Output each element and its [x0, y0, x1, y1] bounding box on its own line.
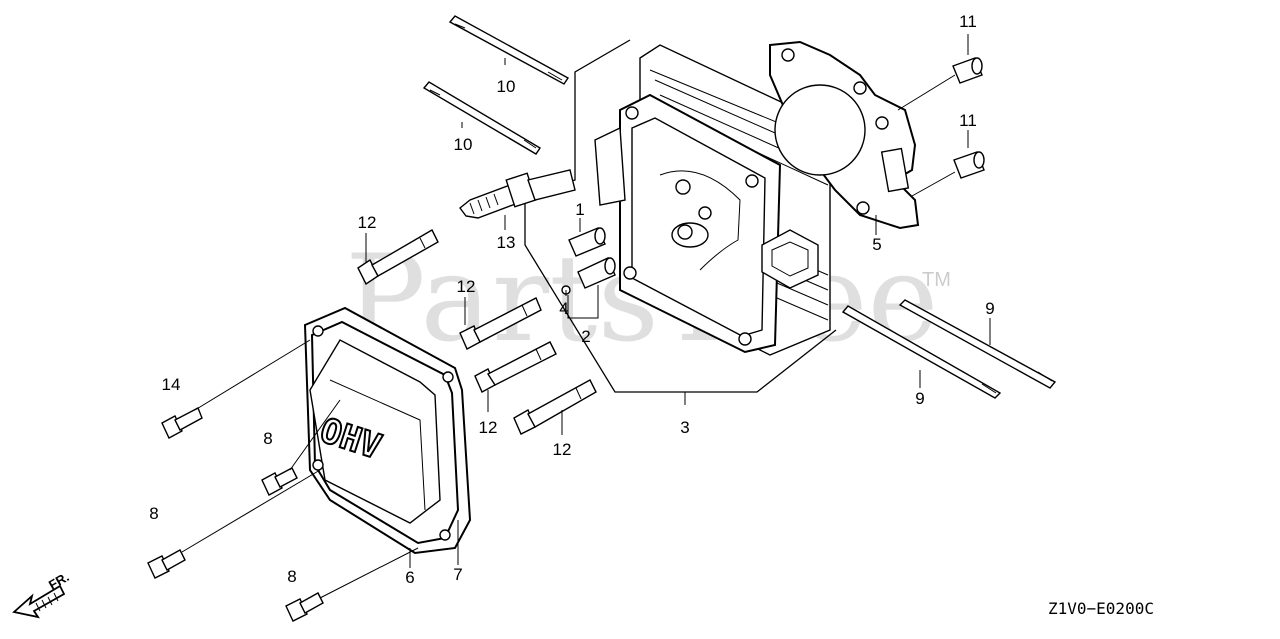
cover-bolt-8b	[147, 549, 186, 579]
flange-bolt-3	[474, 341, 557, 393]
callout-8-lower: 8	[287, 567, 296, 586]
spark-plug	[459, 169, 576, 219]
dowel-pin-11-lower	[953, 151, 985, 179]
callout-10-lower: 10	[454, 135, 473, 154]
leader-lines	[181, 34, 991, 599]
callout-11-upper: 11	[959, 12, 977, 31]
callout-12-a: 12	[358, 213, 377, 232]
front-arrow-icon	[12, 584, 66, 619]
direction-label: FR.	[46, 569, 72, 592]
cover-bolt-8c	[285, 592, 324, 622]
callout-3: 3	[680, 418, 689, 437]
flange-bolt-2	[459, 297, 542, 350]
callout-8-upper: 8	[263, 429, 272, 448]
assembly-bracket	[524, 39, 837, 405]
callout-2: 2	[581, 327, 590, 346]
stud-bolt-upper	[448, 15, 570, 85]
callout-13: 13	[497, 233, 516, 252]
callout-4: 4	[559, 299, 568, 318]
callout-9-upper: 9	[985, 299, 994, 318]
dowel-pin-11-upper	[952, 57, 983, 84]
head-gasket	[769, 40, 920, 230]
dowel-pin-lower	[577, 257, 616, 289]
callout-10-upper: 10	[497, 77, 516, 96]
stud-bolt-9-lower	[841, 305, 1002, 399]
cover-bolt-8a	[261, 467, 298, 496]
head-cover: OHV	[309, 320, 460, 545]
callout-12-c: 12	[479, 418, 498, 437]
diagram-code: Z1V0−E0200C	[1048, 599, 1154, 618]
stud-bolt-middle	[422, 81, 541, 155]
flange-bolt-1	[357, 229, 439, 286]
callout-12-d: 12	[553, 440, 572, 459]
callout-11-lower: 11	[959, 111, 977, 130]
cover-bolt-14	[161, 407, 203, 439]
callout-14: 14	[162, 375, 181, 394]
flange-bolt-4	[513, 379, 597, 435]
callout-8-left: 8	[149, 504, 158, 523]
watermark-trademark: TM	[922, 269, 951, 291]
callout-9-lower: 9	[915, 389, 924, 408]
callout-6: 6	[405, 568, 414, 587]
callout-7: 7	[453, 565, 462, 584]
dowel-pin-upper	[568, 227, 606, 257]
callout-5: 5	[872, 235, 881, 254]
callout-1: 1	[575, 200, 584, 219]
stud-bolt-9-upper	[898, 299, 1057, 389]
callout-12-b: 12	[457, 277, 476, 296]
